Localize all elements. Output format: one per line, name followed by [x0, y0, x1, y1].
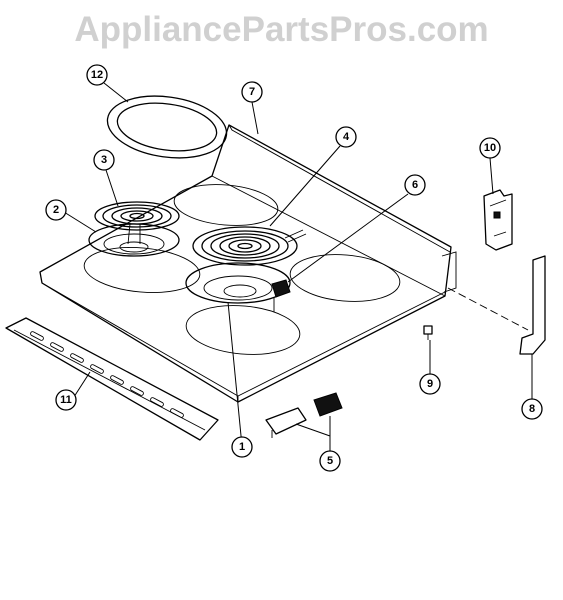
part-surface-element-large: [192, 226, 307, 266]
svg-text:9: 9: [427, 378, 433, 390]
alignment-line: [447, 287, 529, 331]
part-cooktop-panel: [39, 124, 457, 403]
part-side-trim: [519, 255, 546, 355]
part-receptacle: [271, 279, 291, 312]
svg-text:8: 8: [529, 403, 535, 415]
callout-4: 4: [335, 126, 357, 148]
part-drip-bowl-small: [88, 223, 180, 257]
svg-text:6: 6: [412, 179, 418, 191]
svg-text:1: 1: [239, 441, 245, 453]
part-trim-ring: [106, 95, 228, 159]
svg-text:7: 7: [249, 86, 255, 98]
svg-text:10: 10: [484, 142, 496, 154]
svg-text:3: 3: [101, 154, 107, 166]
watermark-text: AppliancePartsPros.com: [74, 10, 489, 49]
callout-10: 10: [479, 137, 501, 159]
callout-3: 3: [93, 149, 115, 171]
svg-text:11: 11: [60, 394, 72, 406]
part-drip-bowl-large: [185, 262, 291, 304]
callout-9: 9: [419, 373, 441, 395]
part-surface-element-small: [94, 201, 180, 245]
callout-7: 7: [241, 81, 263, 103]
svg-text:4: 4: [343, 131, 350, 143]
svg-text:5: 5: [327, 455, 333, 467]
svg-text:2: 2: [53, 204, 59, 216]
callout-5: 5: [319, 450, 341, 472]
callout-8: 8: [521, 398, 543, 420]
svg-text:12: 12: [91, 69, 103, 81]
part-indicator-switch: [265, 392, 343, 438]
callout-2: 2: [45, 199, 67, 221]
callout-11: 11: [55, 389, 77, 411]
callout-12: 12: [86, 64, 108, 86]
leader-lines: [63, 82, 533, 460]
callout-1: 1: [231, 436, 253, 458]
part-hinge-bracket: [483, 189, 513, 251]
callout-6: 6: [404, 174, 426, 196]
part-screw: [423, 325, 433, 340]
part-vent-trim: [5, 317, 219, 441]
